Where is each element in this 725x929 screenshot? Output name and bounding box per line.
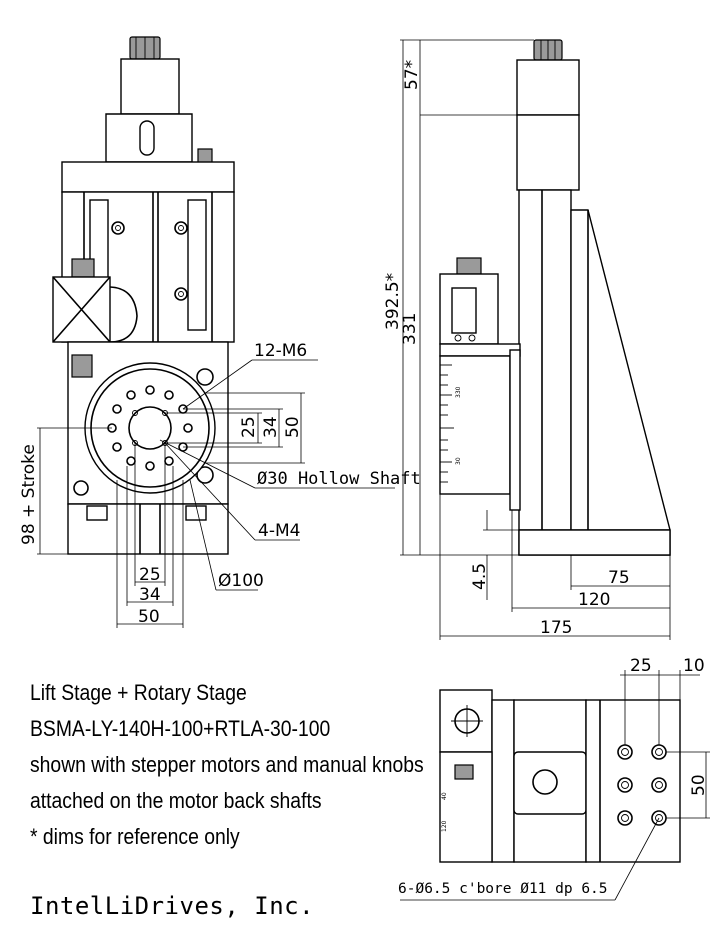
notes: Lift Stage + Rotary Stage BSMA-LY-140H-1…: [30, 675, 424, 855]
rail-right: [187, 199, 207, 331]
dim-25-vertical: 25: [239, 416, 259, 438]
dim-10-top: 10: [683, 656, 705, 676]
scale-30: 30: [455, 457, 462, 465]
screw-icon: [174, 221, 188, 235]
front-view: 12-M6 25 34 50 Ø30 Hollow Shaft 4-M4 Ø10…: [19, 36, 421, 628]
mount-hole-icon: [196, 368, 214, 386]
lift-top-block: [61, 161, 235, 193]
motor-body: [120, 58, 180, 115]
dim-75: 75: [608, 568, 630, 588]
dim-120: 120: [578, 590, 610, 610]
mount-hole-icon: [196, 466, 214, 484]
scale-330: 330: [455, 386, 462, 398]
motor-flange: [516, 114, 580, 191]
dim-50-top: 50: [689, 774, 709, 796]
side-knob-icon: [456, 257, 482, 275]
dim-98-stroke: 98 + Stroke: [19, 444, 39, 545]
coupling-icon: [71, 354, 93, 378]
connector-slot: [451, 287, 477, 334]
scale-top-120: 120: [441, 820, 448, 832]
company-name: IntelLiDrives, Inc.: [30, 892, 315, 920]
dim-4-m4: 4-M4: [258, 521, 300, 541]
dim-331: 331: [400, 313, 420, 345]
column: [518, 189, 572, 556]
scale-top-40: 40: [441, 792, 448, 800]
note-line-3: shown with stepper motors and manual kno…: [30, 752, 424, 777]
dim-50-bottom: 50: [138, 607, 160, 627]
dim-hollow-shaft: Ø30 Hollow Shaft: [257, 469, 421, 489]
side-view: 330 30 57* 392.5* 331 4.5 75 120 175: [383, 39, 671, 640]
rotary-side: [439, 355, 511, 495]
coupling-icon: [454, 764, 474, 780]
slot: [139, 120, 155, 156]
mount-hole-icon: [73, 480, 89, 496]
dim-25-top: 25: [630, 656, 652, 676]
dim-cbore: 6-Ø6.5 c'bore Ø11 dp 6.5: [398, 881, 608, 897]
dim-34-bottom: 34: [139, 585, 161, 605]
dim-25-bottom: 25: [139, 565, 161, 585]
note-line-4: attached on the motor back shafts: [30, 788, 322, 813]
dim-4-5: 4.5: [470, 563, 490, 590]
motor-curve: [109, 286, 138, 343]
motor-body: [516, 59, 580, 116]
screw-icon: [174, 287, 188, 301]
dim-12-m6: 12-M6: [254, 341, 307, 361]
dim-57: 57*: [402, 60, 422, 90]
dim-diameter-100: Ø100: [218, 571, 264, 591]
note-line-1: Lift Stage + Rotary Stage: [30, 680, 247, 705]
connector-icon: [197, 148, 213, 164]
note-line-2: BSMA-LY-140H-100+RTLA-30-100: [30, 716, 331, 741]
dim-392-5: 392.5*: [383, 273, 403, 330]
dim-50-vertical: 50: [283, 416, 303, 438]
gusset: [570, 209, 671, 556]
dim-175: 175: [540, 618, 572, 638]
top-view: 40 120 25 10 50 6-Ø6.5 c'bore Ø11 dp 6.5: [398, 656, 710, 901]
screw-icon: [111, 221, 125, 235]
dim-34-vertical: 34: [261, 416, 281, 438]
side-knob-icon: [71, 258, 95, 278]
note-line-5: * dims for reference only: [30, 824, 240, 849]
hollow-shaft: [128, 406, 172, 450]
angle-scale: 330 30: [440, 364, 462, 483]
center-hole-icon: [532, 769, 558, 795]
